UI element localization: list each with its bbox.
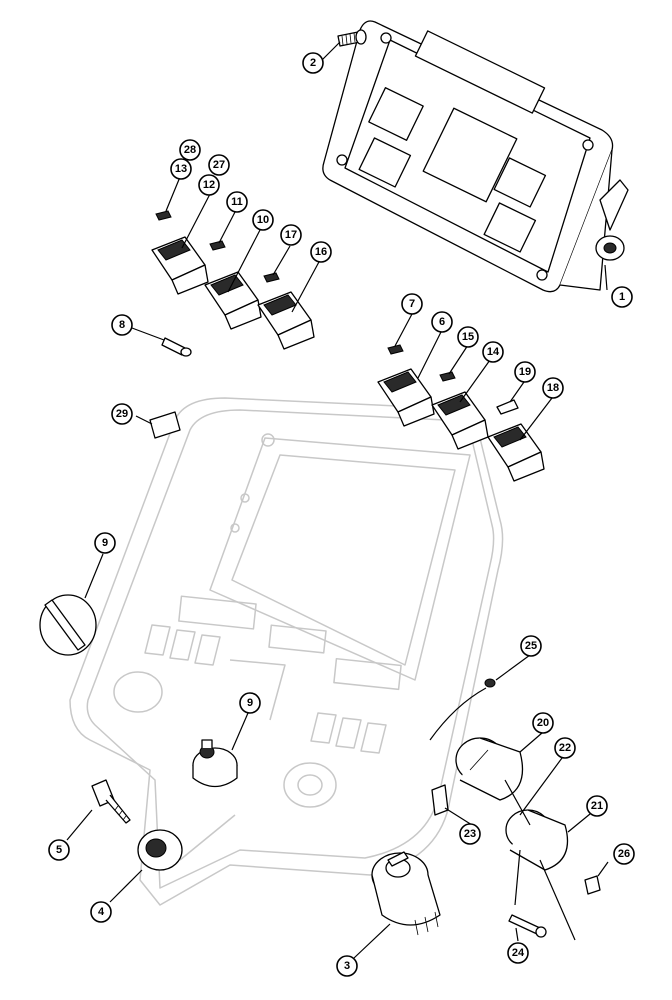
svg-text:14: 14 xyxy=(487,346,500,358)
lens-7 xyxy=(387,344,404,355)
callout-13: 13 xyxy=(170,158,192,180)
knob-cap-9-upper xyxy=(39,594,97,656)
svg-text:11: 11 xyxy=(231,196,243,208)
svg-text:17: 17 xyxy=(285,229,297,241)
rotary-switch-9-lower xyxy=(192,739,238,788)
svg-text:26: 26 xyxy=(618,848,630,860)
callout-1: 1 xyxy=(611,286,633,308)
svg-text:3: 3 xyxy=(344,960,350,972)
callout-4: 4 xyxy=(90,901,112,923)
svg-text:27: 27 xyxy=(213,159,225,171)
screw-part-2 xyxy=(337,29,367,47)
svg-text:25: 25 xyxy=(525,640,537,652)
dashboard-console-outline xyxy=(69,397,504,906)
callout-21: 21 xyxy=(586,795,608,817)
callout-23: 23 xyxy=(459,823,481,845)
callout-6: 6 xyxy=(431,311,453,333)
callout-28: 28 xyxy=(179,139,201,161)
svg-text:2: 2 xyxy=(310,57,316,69)
rocker-switch-12 xyxy=(151,236,209,295)
callout-2: 2 xyxy=(302,52,324,74)
callout-9-upper: 9 xyxy=(94,532,116,554)
clip-part-26 xyxy=(584,875,601,895)
svg-text:8: 8 xyxy=(119,319,125,331)
bulb-part-8 xyxy=(161,337,192,357)
rocker-switch-6 xyxy=(377,368,435,427)
svg-text:10: 10 xyxy=(257,214,269,226)
callout-22: 22 xyxy=(554,737,576,759)
svg-text:1: 1 xyxy=(619,291,625,303)
svg-text:16: 16 xyxy=(315,246,327,258)
nut-part-25 xyxy=(429,678,496,741)
bezel-ring-part-4 xyxy=(137,829,183,871)
svg-text:9: 9 xyxy=(102,537,108,549)
callout-7: 7 xyxy=(401,293,423,315)
bolt-part-24 xyxy=(508,914,547,938)
callout-14: 14 xyxy=(482,341,504,363)
callout-10: 10 xyxy=(252,209,274,231)
lens-15 xyxy=(439,371,456,382)
svg-text:20: 20 xyxy=(537,717,549,729)
svg-text:22: 22 xyxy=(559,742,571,754)
rocker-switch-14 xyxy=(431,391,489,450)
svg-text:4: 4 xyxy=(98,906,105,918)
svg-text:12: 12 xyxy=(203,179,215,191)
callout-3: 3 xyxy=(336,955,358,977)
callout-29: 29 xyxy=(111,403,133,425)
svg-text:9: 9 xyxy=(247,697,253,709)
callout-17: 17 xyxy=(280,224,302,246)
leader-lines xyxy=(66,41,609,959)
callout-16: 16 xyxy=(310,241,332,263)
rocker-switch-18 xyxy=(487,423,545,482)
svg-text:28: 28 xyxy=(184,144,196,156)
svg-text:19: 19 xyxy=(519,366,531,378)
ignition-switch-part-3 xyxy=(371,851,441,936)
key-part-5 xyxy=(91,779,131,824)
lens-19 xyxy=(496,399,519,415)
callout-24: 24 xyxy=(507,942,529,964)
cover-plate-29 xyxy=(149,411,181,439)
callout-27: 27 xyxy=(208,154,230,176)
callout-19: 19 xyxy=(514,361,536,383)
callout-12: 12 xyxy=(198,174,220,196)
lens-11 xyxy=(209,240,226,251)
callout-18: 18 xyxy=(542,377,564,399)
callout-9-lower: 9 xyxy=(239,692,261,714)
callout-5: 5 xyxy=(48,839,70,861)
svg-text:15: 15 xyxy=(462,331,474,343)
bracket-part-23 xyxy=(431,784,449,816)
callout-26: 26 xyxy=(613,843,635,865)
gauge-housing-part-21 xyxy=(504,779,576,941)
svg-text:5: 5 xyxy=(56,844,62,856)
callout-20: 20 xyxy=(532,712,554,734)
lens-13 xyxy=(155,210,172,221)
rocker-switch-10 xyxy=(204,271,262,330)
callout-25: 25 xyxy=(520,635,542,657)
callout-15: 15 xyxy=(457,326,479,348)
lens-17 xyxy=(263,272,280,283)
callout-8: 8 xyxy=(111,314,133,336)
rocker-switch-16 xyxy=(257,291,315,350)
svg-text:24: 24 xyxy=(512,947,525,959)
svg-text:21: 21 xyxy=(591,800,603,812)
callout-11: 11 xyxy=(226,191,248,213)
svg-text:7: 7 xyxy=(409,298,415,310)
svg-text:18: 18 xyxy=(547,382,559,394)
instrument-cluster xyxy=(322,20,629,293)
gauge-part-20 xyxy=(455,737,524,801)
svg-text:23: 23 xyxy=(464,828,476,840)
svg-text:6: 6 xyxy=(439,316,445,328)
svg-text:13: 13 xyxy=(175,163,187,175)
svg-text:29: 29 xyxy=(116,408,128,420)
